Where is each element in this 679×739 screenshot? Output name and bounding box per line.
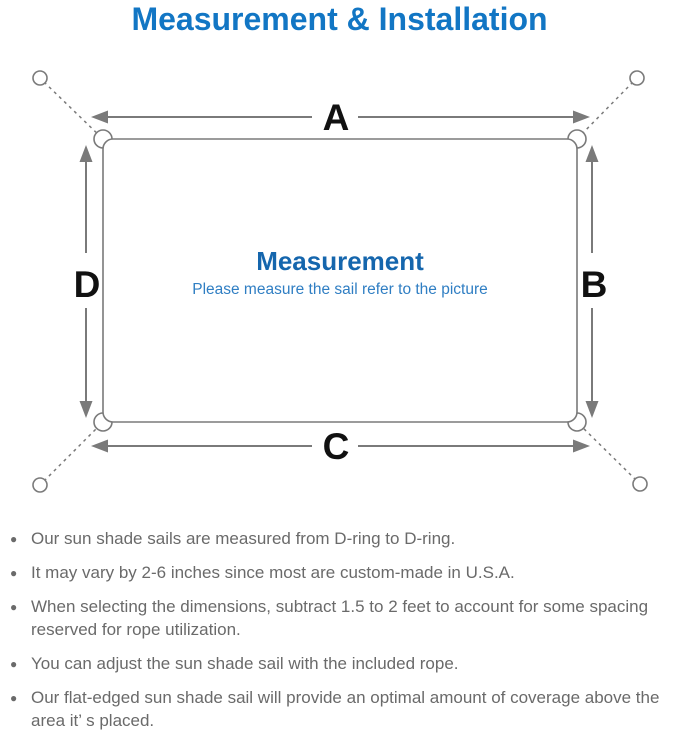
note-text: Our sun shade sails are measured from D-… <box>31 529 456 548</box>
diagram-center-title: Measurement <box>256 246 424 276</box>
arrowhead-b-bottom-icon <box>585 401 599 418</box>
sail-rectangle <box>102 138 578 423</box>
bullet-icon: ● <box>10 691 18 705</box>
note-item: ● Our sun shade sails are measured from … <box>10 527 676 550</box>
rope-top-right <box>575 81 634 141</box>
bullet-icon: ● <box>10 600 18 614</box>
rope-dashed-lines <box>43 81 637 482</box>
dimension-label-c: C <box>323 426 350 467</box>
note-item: ● It may vary by 2-6 inches since most a… <box>10 561 676 584</box>
dimension-label-b: B <box>581 264 608 305</box>
dimension-label-a: A <box>323 97 350 138</box>
notes-list: ● Our sun shade sails are measured from … <box>10 527 676 739</box>
arrowhead-a-left-icon <box>91 110 108 124</box>
anchor-top-right-icon <box>629 70 645 86</box>
anchor-bottom-left-icon <box>32 477 48 493</box>
dimension-label-d: D <box>74 264 101 305</box>
measurement-diagram: A C D B Measurement Please measure the s… <box>32 70 648 493</box>
arrowhead-d-bottom-icon <box>79 401 93 418</box>
diagram-center-subtitle: Please measure the sail refer to the pic… <box>192 281 488 298</box>
note-text: Our flat-edged sun shade sail will provi… <box>31 688 660 730</box>
anchor-top-left-icon <box>32 70 48 86</box>
bullet-icon: ● <box>10 657 18 671</box>
bullet-icon: ● <box>10 532 18 546</box>
note-text: It may vary by 2-6 inches since most are… <box>31 563 515 582</box>
anchor-points <box>32 70 648 493</box>
rope-top-left <box>43 81 105 141</box>
rope-bottom-left <box>43 420 105 482</box>
note-text: You can adjust the sun shade sail with t… <box>31 654 459 673</box>
arrowhead-a-right-icon <box>573 110 590 124</box>
arrowhead-c-right-icon <box>573 439 590 453</box>
note-item: ● When selecting the dimensions, subtrac… <box>10 595 676 641</box>
note-item: ● You can adjust the sun shade sail with… <box>10 652 676 675</box>
page-title: Measurement & Installation <box>131 1 548 37</box>
arrowhead-b-top-icon <box>585 145 599 162</box>
anchor-bottom-right-icon <box>632 476 648 492</box>
bullet-icon: ● <box>10 566 18 580</box>
note-text: When selecting the dimensions, subtract … <box>31 597 649 639</box>
note-item: ● Our flat-edged sun shade sail will pro… <box>10 686 676 732</box>
rope-bottom-right <box>575 420 637 481</box>
arrowhead-d-top-icon <box>79 145 93 162</box>
arrowhead-c-left-icon <box>91 439 108 453</box>
